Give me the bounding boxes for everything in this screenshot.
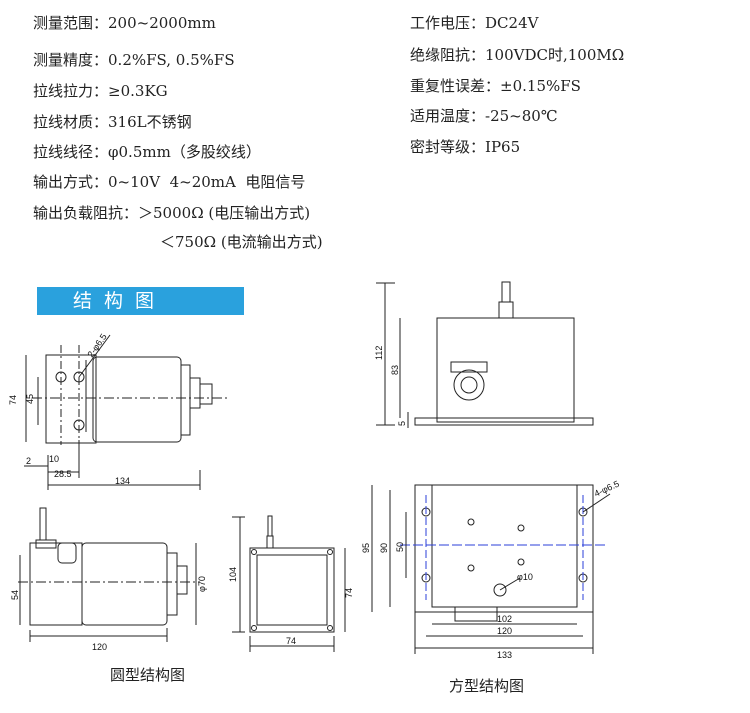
- square-wire-outlet: [501, 281, 511, 303]
- hole-label: φ10: [517, 572, 533, 582]
- dim-label: 134: [115, 476, 130, 486]
- round-cylinder: [92, 356, 182, 443]
- square-top-view: [371, 484, 611, 654]
- square-connector: [454, 606, 498, 622]
- dim-label: 5: [397, 421, 407, 426]
- square-side-body: [436, 317, 575, 423]
- leader-line: [582, 493, 611, 513]
- end-view-inner: [256, 554, 328, 626]
- dim-label: 133: [497, 650, 512, 660]
- screw-icon: [251, 625, 257, 631]
- dim-label: 54: [10, 590, 20, 600]
- screw-icon: [467, 564, 475, 572]
- screw-icon: [251, 549, 257, 555]
- spec-material: 拉线材质：316L不锈钢: [33, 113, 192, 131]
- square-top-body: [431, 484, 578, 608]
- round-front-cap: [166, 552, 178, 616]
- screw-icon: [327, 625, 333, 631]
- round-front-body: [29, 542, 83, 626]
- dim-label: 120: [497, 626, 512, 636]
- dim-label: 74: [8, 395, 18, 405]
- square-side-view: [376, 281, 594, 428]
- spec-temperature: 适用温度：-25~80℃: [410, 107, 558, 125]
- wire-hole-icon: [493, 583, 507, 597]
- connector-cap: [450, 361, 488, 373]
- end-wire-outlet: [267, 515, 273, 537]
- end-view-box: [249, 547, 335, 633]
- spec-voltage: 工作电压：DC24V: [410, 14, 539, 32]
- dim-label: 90: [379, 543, 389, 553]
- spec-tension: 拉线拉力：≥0.3KG: [33, 82, 168, 100]
- structure-banner: 结构图: [37, 287, 244, 315]
- spec-range: 测量范围：200~2000mm: [33, 14, 216, 32]
- dim-label: 74: [344, 588, 354, 598]
- square-base-plate: [414, 417, 594, 426]
- spec-repeatability: 重复性误差：±0.15%FS: [410, 77, 581, 95]
- round-end-view: [232, 515, 346, 652]
- round-front-view: [18, 507, 200, 642]
- spec-accuracy: 测量精度：0.2%FS, 0.5%FS: [33, 51, 235, 69]
- dim-label: 28.5: [54, 469, 72, 479]
- spec-diameter: 拉线线径：φ0.5mm（多股绞线）: [33, 143, 261, 161]
- dim-label: 102: [497, 614, 512, 624]
- dim-label: 120: [92, 642, 107, 652]
- caption-square: 方型结构图: [449, 677, 525, 695]
- spec-load-voltage: 输出负载阻抗：＞5000Ω (电压输出方式): [33, 204, 311, 222]
- round-connector: [189, 377, 201, 409]
- spec-insulation: 绝缘阻抗：100VDC时,100MΩ: [410, 46, 625, 64]
- dim-label: 112: [374, 346, 384, 360]
- end-wire-housing: [266, 535, 274, 549]
- round-body-left: [45, 354, 97, 444]
- dim-label: 50: [395, 542, 405, 552]
- leader-line: [78, 334, 111, 378]
- wire-outlet: [39, 507, 47, 541]
- screw-icon: [517, 524, 525, 532]
- spec-load-current: ＜750Ω (电流输出方式): [160, 233, 323, 251]
- cable-connector-icon: [453, 369, 485, 401]
- dim-label: φ70: [197, 576, 207, 592]
- pulley-window: [57, 542, 77, 564]
- square-plate: [414, 484, 594, 613]
- round-side-view: [24, 334, 228, 490]
- square-wire-housing: [498, 301, 514, 319]
- dim-label: 2: [26, 456, 31, 466]
- round-front-cylinder: [81, 542, 168, 626]
- spec-sealing: 密封等级：IP65: [410, 138, 521, 156]
- screw-icon: [517, 558, 525, 566]
- spec-output: 输出方式：0~10V 4~20mA 电阻信号: [33, 173, 306, 191]
- screw-icon: [467, 518, 475, 526]
- dim-label: 83: [390, 365, 400, 375]
- cable-connector-inner: [460, 376, 478, 394]
- hole-label: 2-φ6.5: [85, 332, 108, 359]
- round-plug: [199, 383, 213, 405]
- leader-line: [499, 577, 521, 591]
- dim-label: 74: [286, 636, 296, 646]
- dim-label: 10: [49, 454, 59, 464]
- dim-label: 95: [361, 543, 371, 553]
- screw-icon: [327, 549, 333, 555]
- wire-housing: [35, 539, 57, 549]
- round-front-connector: [176, 565, 188, 595]
- dim-label: 45: [25, 394, 35, 404]
- caption-round: 圆型结构图: [110, 666, 186, 684]
- round-cap: [180, 364, 191, 436]
- dim-label: 104: [228, 567, 238, 582]
